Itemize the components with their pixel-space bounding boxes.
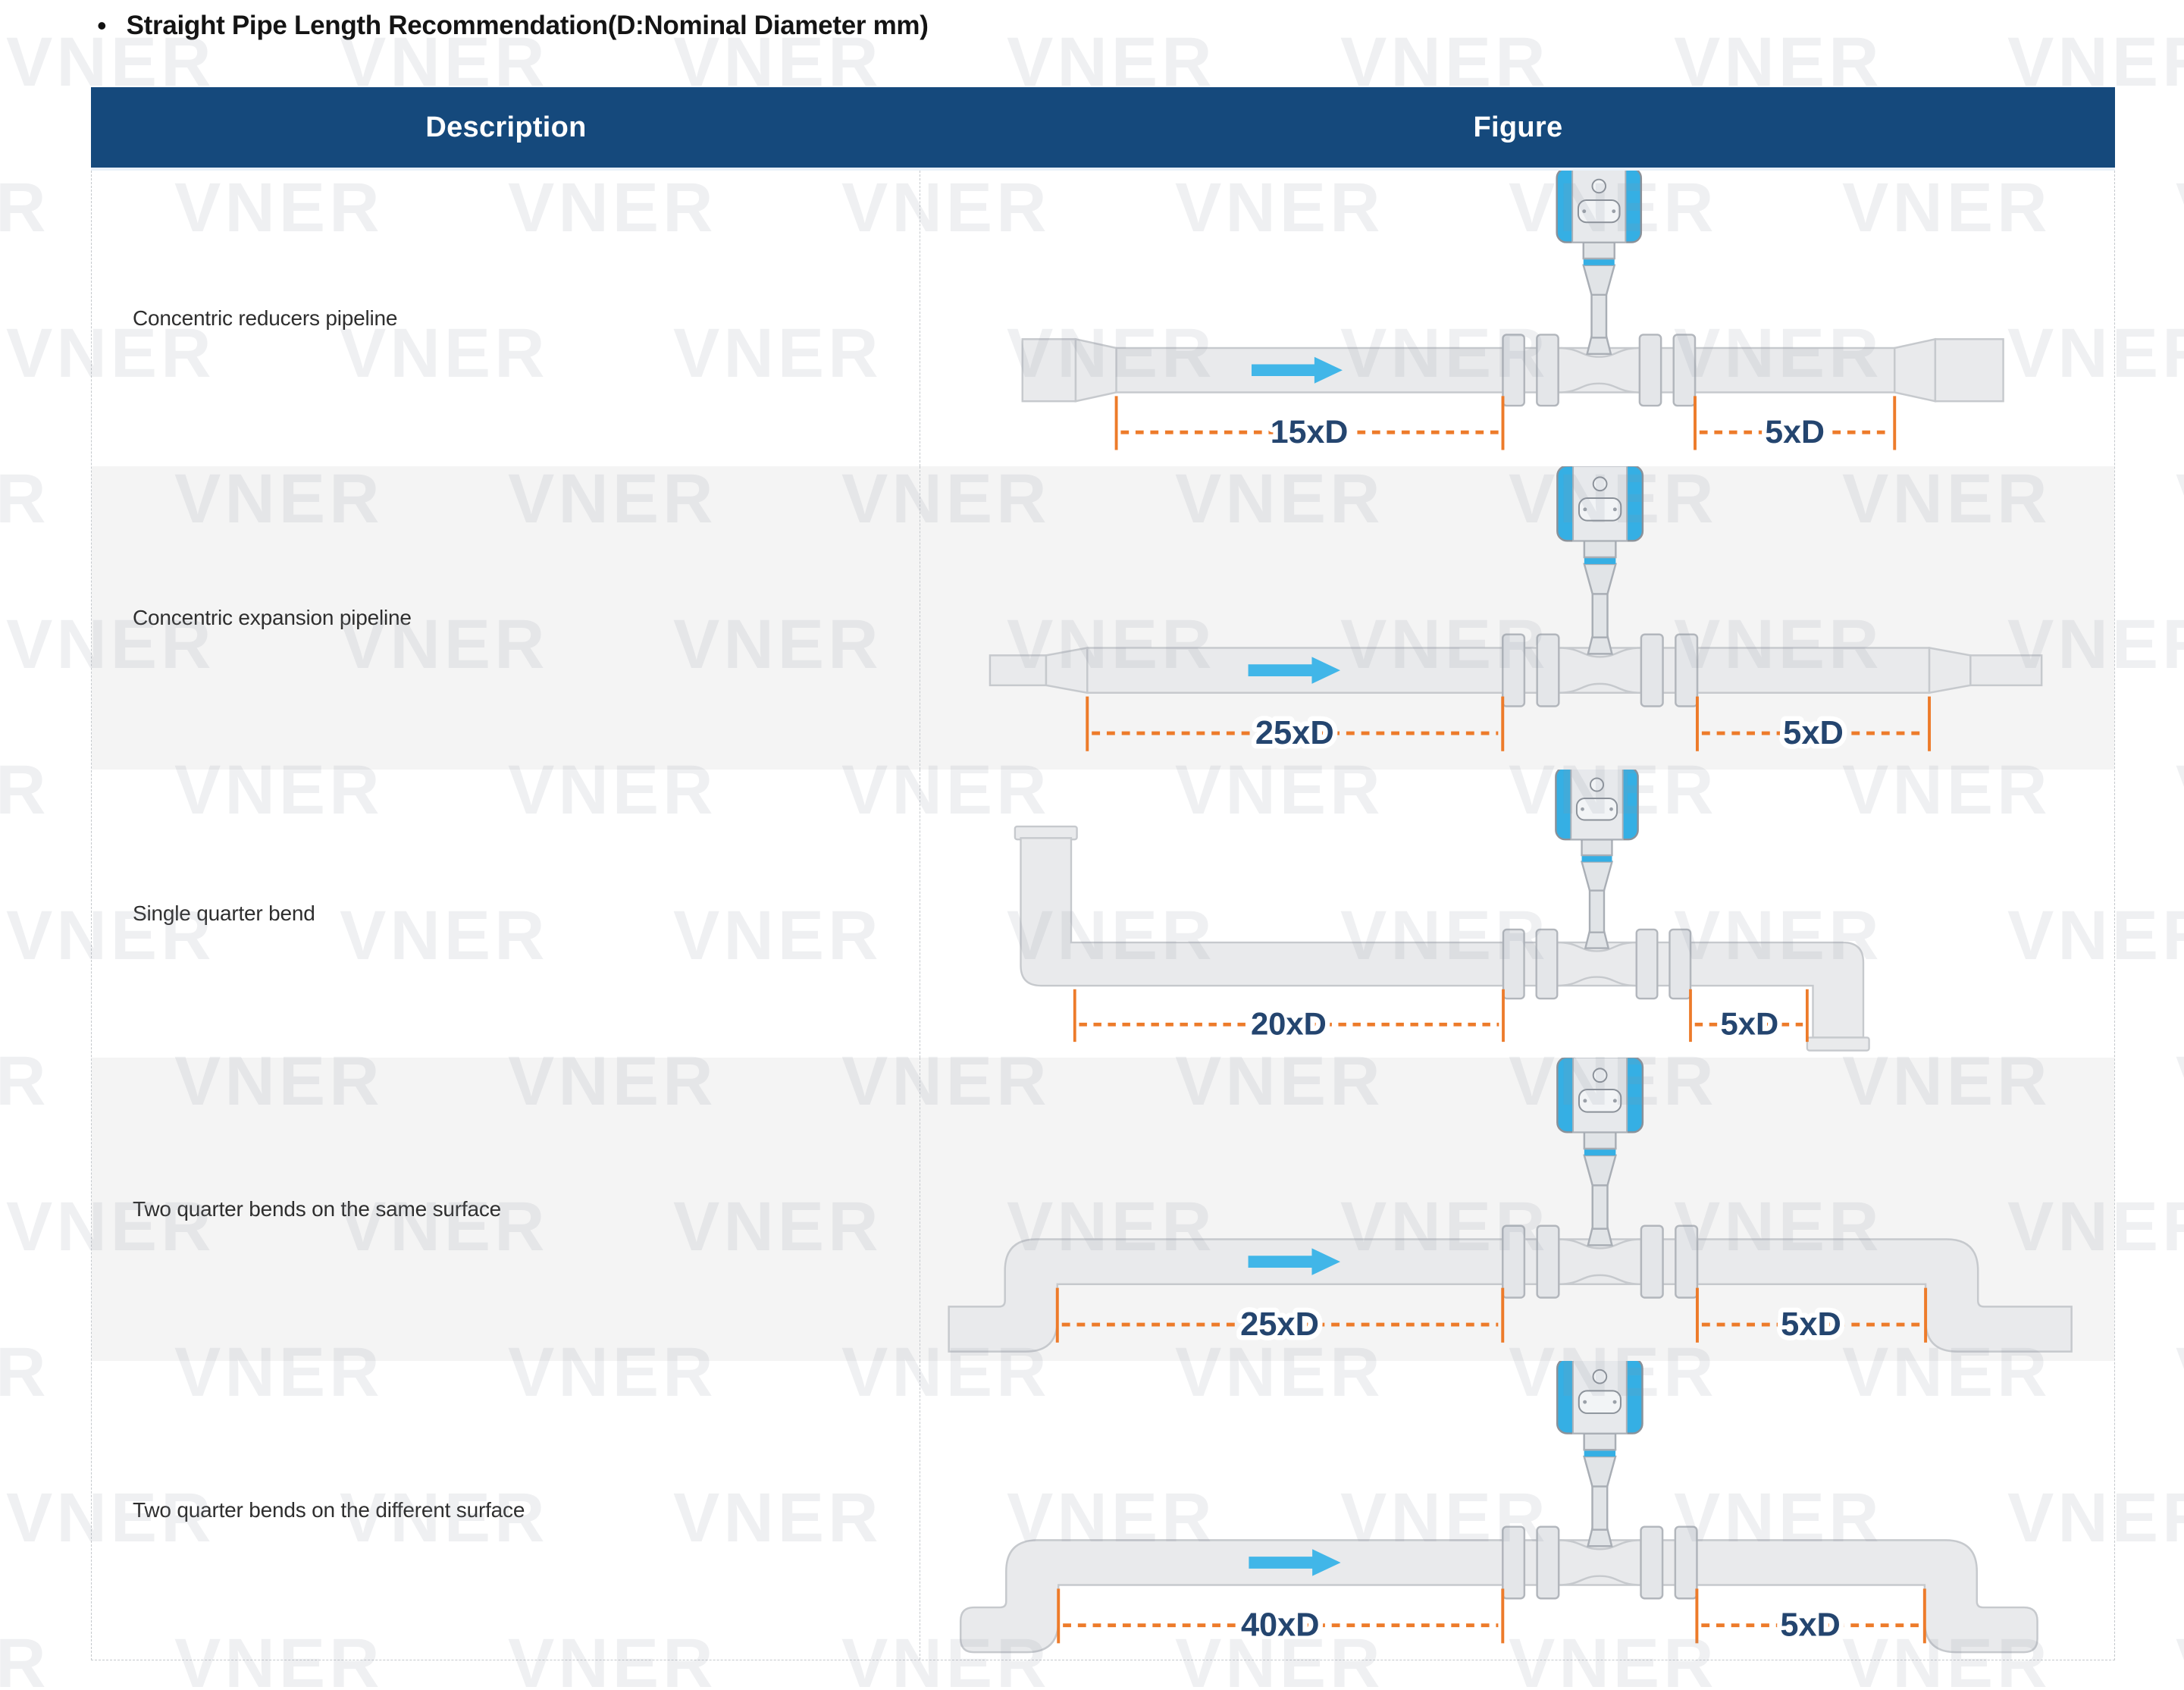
table-body: Concentric reducers pipeline xyxy=(91,171,2115,1660)
row-figure-cell: 25xD 5xD xyxy=(920,466,2114,770)
flow-arrow-icon xyxy=(1248,1549,1341,1576)
watermark-text: VNER xyxy=(0,169,50,246)
downstream-dimension: 5xD xyxy=(1695,1287,1927,1347)
watermark-text: VNER xyxy=(0,460,50,538)
table-header-row: Description Figure xyxy=(91,87,2115,171)
flow-meter xyxy=(1501,1361,1698,1600)
watermark-text: VNER xyxy=(2176,1624,2184,1690)
row-figure-cell: 25xD 5xD xyxy=(920,1058,2114,1361)
expansion-taper xyxy=(1045,647,1089,694)
downstream-dimension: 5xD xyxy=(1693,396,1896,455)
flow-meter xyxy=(1501,466,1698,707)
upstream-dimension: 20xD xyxy=(1073,989,1505,1046)
bullet-icon: • xyxy=(97,10,107,41)
expander-taper xyxy=(1893,337,1936,403)
watermark-text: VNER xyxy=(0,751,50,829)
row-description: Concentric expansion pipeline xyxy=(133,606,412,629)
row-description: Two quarter bends on the same surface xyxy=(133,1197,501,1221)
row-figure-cell: 40xD 5xD xyxy=(920,1361,2114,1660)
page-title-text: Straight Pipe Length Recommendation(D:No… xyxy=(126,11,929,40)
straight-pipe-length-table: Description Figure Concentric reducers p… xyxy=(91,87,2115,1660)
downstream-pipe xyxy=(1696,647,1930,694)
small-pipe-stub xyxy=(989,654,1047,687)
upstream-round-bend-pipe xyxy=(959,1539,1504,1654)
upstream-length-label: 25xD xyxy=(1240,1306,1319,1343)
row-figure-cell: 20xD 5xD xyxy=(920,770,2114,1058)
downstream-dimension: 5xD xyxy=(1694,1588,1926,1648)
flow-arrow-icon xyxy=(1248,1248,1340,1275)
row-description: Single quarter bend xyxy=(133,901,315,925)
flow-meter xyxy=(1501,171,1696,407)
downstream-length-label: 5xD xyxy=(1720,1006,1778,1042)
downstream-round-bend-pipe xyxy=(1695,1539,2038,1654)
watermark-text: VNER xyxy=(2176,1042,2184,1121)
row-description: Concentric reducers pipeline xyxy=(133,306,398,330)
row-description-cell: Concentric expansion pipeline xyxy=(92,466,920,770)
figure-concentric-expansion: 25xD 5xD xyxy=(989,466,2042,756)
downstream-dimension: 5xD xyxy=(1688,989,1809,1046)
downstream-pipe xyxy=(1694,346,1895,393)
small-pipe-stub xyxy=(1969,654,2042,687)
upstream-dimension: 25xD xyxy=(1085,696,1504,756)
large-pipe-stub xyxy=(1934,338,2004,403)
column-header-description: Description xyxy=(425,111,587,143)
figure-two-quarter-bends-same-surface: 25xD 5xD xyxy=(947,1058,2073,1353)
downstream-length-label: 5xD xyxy=(1780,1607,1840,1643)
flow-arrow-icon xyxy=(1251,356,1343,384)
upstream-length-label: 20xD xyxy=(1250,1006,1326,1042)
flow-meter xyxy=(1501,1058,1698,1299)
large-pipe-stub xyxy=(1021,338,1076,403)
upstream-s-bend-pipe xyxy=(947,1238,1503,1353)
flow-meter xyxy=(1502,770,1691,1000)
upstream-length-label: 25xD xyxy=(1255,715,1333,751)
watermark-text: VNER xyxy=(0,1625,50,1690)
watermark-text: VNER xyxy=(2176,168,2184,248)
reducer-taper xyxy=(1074,337,1117,403)
table-row: Two quarter bends on the different surfa… xyxy=(92,1361,2114,1660)
downstream-dimension: 5xD xyxy=(1695,696,1931,756)
figure-single-quarter-bend: 20xD 5xD xyxy=(1014,770,1870,1052)
table-row: Concentric reducers pipeline xyxy=(92,171,2114,466)
page-title: • Straight Pipe Length Recommendation(D:… xyxy=(97,11,929,41)
downstream-length-label: 5xD xyxy=(1765,414,1825,450)
downstream-s-bend-pipe xyxy=(1696,1238,2073,1353)
upstream-length-label: 40xD xyxy=(1240,1607,1319,1643)
row-description-cell: Concentric reducers pipeline xyxy=(92,171,920,466)
flow-arrow-icon xyxy=(1248,657,1340,684)
row-description-cell: Single quarter bend xyxy=(92,770,920,1058)
row-description-cell: Two quarter bends on the same surface xyxy=(92,1058,920,1361)
table-row: Concentric expansion pipeline xyxy=(92,466,2114,770)
row-figure-cell: 15xD 5xD xyxy=(920,171,2114,466)
table-row: Two quarter bends on the same surface 25… xyxy=(92,1058,2114,1361)
watermark-text: VNER xyxy=(0,1043,50,1120)
table-row: Single quarter bend 20xD xyxy=(92,770,2114,1058)
pipe-end-cap xyxy=(1806,1036,1870,1052)
upstream-dimension: 25xD xyxy=(1055,1287,1504,1347)
watermark-text: VNER xyxy=(2176,459,2184,539)
upstream-dimension: 40xD xyxy=(1056,1588,1504,1648)
downstream-length-label: 5xD xyxy=(1783,715,1844,751)
reduction-taper xyxy=(1928,647,1972,694)
row-description: Two quarter bends on the different surfa… xyxy=(133,1498,525,1522)
downstream-elbow-pipe xyxy=(1689,941,1864,1039)
watermark-text: VNER xyxy=(2176,1333,2184,1413)
upstream-dimension: 15xD xyxy=(1114,396,1504,455)
row-description-cell: Two quarter bends on the different surfa… xyxy=(92,1361,920,1660)
downstream-length-label: 5xD xyxy=(1781,1306,1841,1343)
upstream-length-label: 15xD xyxy=(1270,414,1348,450)
watermark-text: VNER xyxy=(0,1334,50,1411)
figure-two-quarter-bends-different-surface: 40xD 5xD xyxy=(959,1361,2038,1654)
watermark-text: VNER xyxy=(2176,751,2184,830)
figure-concentric-reducers: 15xD 5xD xyxy=(1021,171,2004,455)
column-header-figure: Figure xyxy=(1473,111,1563,143)
upstream-elbow-pipe xyxy=(1019,837,1504,987)
